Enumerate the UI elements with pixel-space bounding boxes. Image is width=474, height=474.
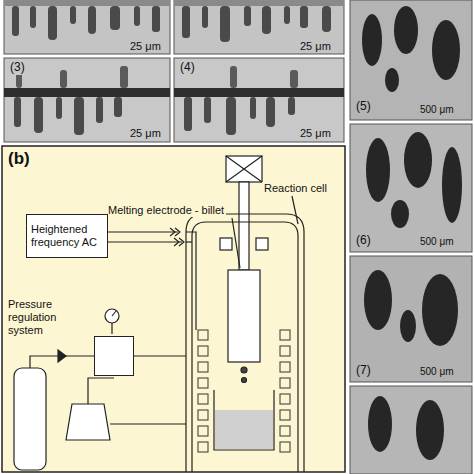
micrograph <box>4 58 170 142</box>
panel-label: (5) <box>354 100 373 114</box>
panel-label: (7) <box>354 364 373 378</box>
scale-bar-label: 500 μm <box>418 236 456 248</box>
scale-bar-label: 500 μm <box>418 366 456 378</box>
part-label: Reaction cell <box>262 182 329 195</box>
part-label: Melting electrode - billet <box>106 204 226 217</box>
scale-bar-label: 25 μm <box>128 127 163 140</box>
micrograph <box>350 0 472 120</box>
node-text: Pressure regulation system <box>8 298 88 338</box>
scale-bar-label: 25 μm <box>298 127 333 140</box>
micrograph <box>350 124 472 252</box>
furnace-schematic <box>14 156 304 472</box>
panel-label: (b) <box>6 149 32 169</box>
micrograph <box>350 256 472 382</box>
pores <box>362 6 462 460</box>
power-supply-box: Heightened frequency AC <box>26 214 108 258</box>
node-text: Heightened frequency AC <box>31 223 103 249</box>
scale-bar-label: 25 μm <box>128 40 163 53</box>
micrograph <box>174 58 344 142</box>
schematic-panel <box>2 146 345 472</box>
micrograph <box>174 0 344 54</box>
panel-label: (4) <box>178 61 197 75</box>
micrograph <box>4 0 170 54</box>
micrograph <box>350 386 472 474</box>
regulator-box <box>94 336 134 376</box>
scale-bar-label: 25 μm <box>298 40 333 53</box>
grain-columns <box>4 0 344 135</box>
scale-bar-label: 500 μm <box>418 104 456 116</box>
panel-label: (6) <box>354 234 373 248</box>
control-box: Pressure regulation system <box>6 296 136 380</box>
panel-label: (3) <box>8 61 27 75</box>
